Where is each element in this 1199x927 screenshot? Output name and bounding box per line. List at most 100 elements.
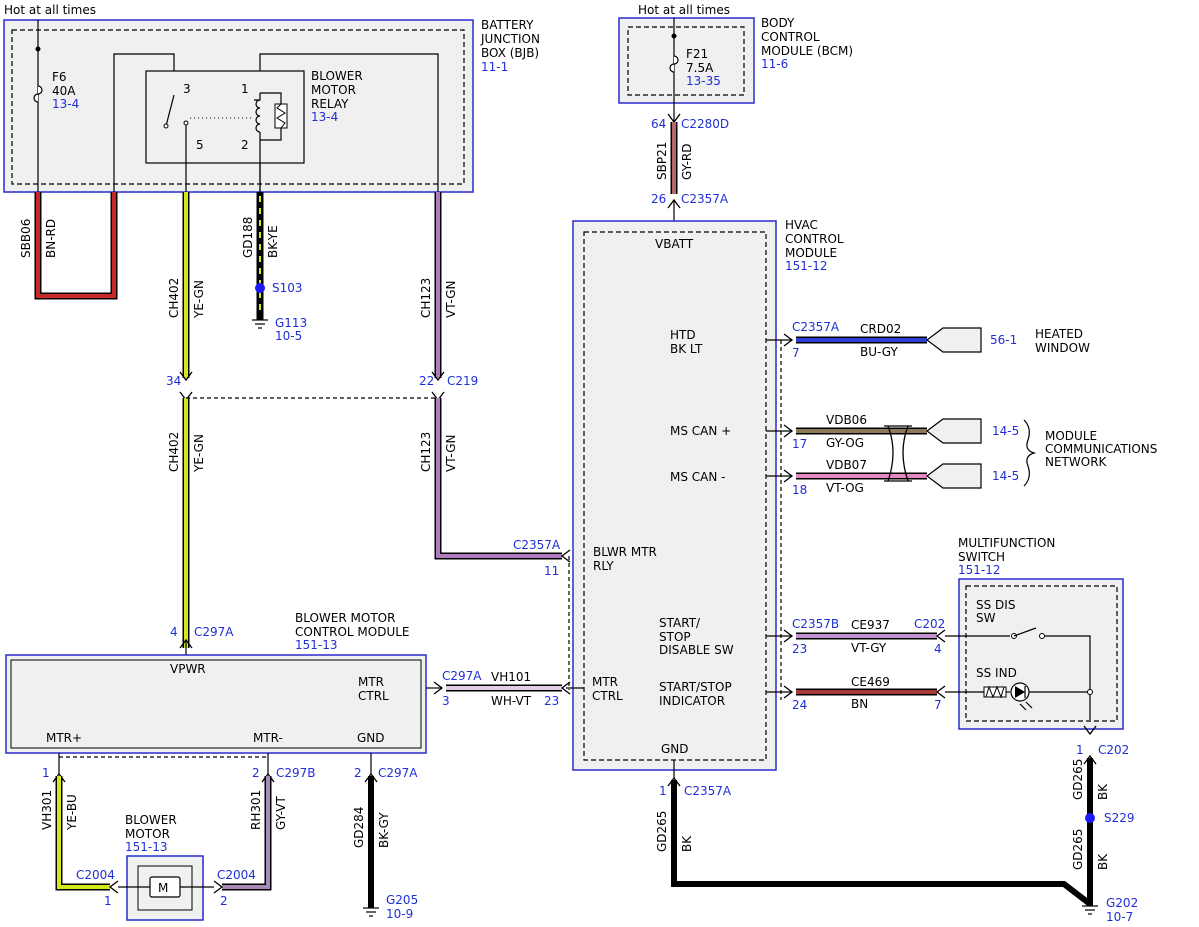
mfs-inner-outline (965, 585, 1118, 722)
mfs-junction (1087, 689, 1093, 695)
f6-fuse-rating: 40A (52, 84, 76, 98)
s229-label[interactable]: S229 (1104, 811, 1135, 825)
ch123-bottom-outline (434, 398, 562, 560)
c202-sw-label[interactable]: C202 (914, 617, 945, 631)
c2004-right-arrow (213, 880, 224, 894)
bmcm-ref[interactable]: 151-13 (295, 638, 338, 652)
blower-motor: BLOWER MOTOR 151-13 M (118, 813, 214, 921)
bmcm-mtr-ctrl-label: MTR (358, 675, 384, 689)
bjb-title-line-3: BOX (BJB) (481, 46, 539, 60)
hvac-ref[interactable]: 151-12 (785, 259, 828, 273)
c202-gnd-pin: 1 (1076, 743, 1084, 757)
bcm-inner-outline (627, 26, 745, 96)
hvac-blwr-label: BLWR MTR (593, 545, 657, 559)
s229-splice[interactable] (1085, 813, 1095, 823)
c2357b-label[interactable]: C2357B (792, 617, 839, 631)
c202-sw-arrow (935, 629, 946, 643)
g113-ground-symbol (252, 319, 268, 329)
bcm-title: BODY (761, 16, 795, 30)
g205-label[interactable]: G205 (386, 893, 418, 907)
c2357b-pin: 23 (792, 642, 807, 656)
ch123-bottom-color: VT-GN (444, 435, 458, 472)
c2004-left-label[interactable]: C2004 (76, 868, 115, 882)
sbb06-wire[interactable] (36, 192, 116, 298)
s103-label[interactable]: S103 (272, 281, 303, 295)
hvac-control-module: HVAC CONTROL MODULE 151-12 VBATT HTD BK … (568, 218, 844, 771)
c2004-right-label[interactable]: C2004 (217, 868, 256, 882)
gd265-bottom-color: BK (1096, 853, 1110, 870)
c2357a-gnd-label[interactable]: C2357A (684, 784, 732, 798)
hvac-title-line-2: CONTROL (785, 232, 844, 246)
f21-fuse-symbol (669, 55, 679, 73)
hvac-outline (572, 220, 777, 771)
rh301-wire[interactable] (222, 776, 270, 889)
g113-ref[interactable]: 10-5 (275, 329, 302, 343)
c202-sw-pin: 4 (934, 642, 942, 656)
gd284-circuit: GD284 (352, 807, 366, 848)
heated-window-arrow (926, 327, 982, 353)
c219-label[interactable]: C219 (447, 374, 478, 388)
g202-ref[interactable]: 10-7 (1106, 910, 1133, 924)
ch402-bottom-circuit: CH402 (167, 432, 181, 472)
ss-ind-resistor-zigzag (985, 685, 1005, 699)
c297a-gnd-pin: 2 (354, 766, 362, 780)
mfs-ref[interactable]: 151-12 (958, 563, 1001, 577)
blower-motor-control-module: BLOWER MOTOR CONTROL MODULE 151-13 4 C29… (5, 611, 427, 754)
hvac-inner-outline (583, 231, 767, 761)
wire-sbb06: SBB06 BN-RD (19, 192, 118, 300)
wire-ms-can: 17 VDB06 GY-OG 14-5 18 VDB07 VT-OG 14-5 … (766, 413, 1157, 497)
ms-can-minus-ref[interactable]: 14-5 (992, 469, 1019, 483)
g113-label[interactable]: G113 (275, 316, 307, 330)
hvac-ss-ind-label: START/STOP (659, 680, 732, 694)
ss-dis-switch-arm (1013, 627, 1037, 637)
g205-ref[interactable]: 10-9 (386, 907, 413, 921)
ch123-bottom-circuit: CH123 (419, 432, 433, 472)
bjb-ref[interactable]: 11-1 (481, 60, 508, 74)
vh301-wire[interactable] (57, 776, 110, 889)
heated-window-ref[interactable]: 56-1 (990, 333, 1017, 347)
c2357a-blwr-label[interactable]: C2357A (513, 538, 561, 552)
gd265-hvac-wire[interactable] (671, 780, 1092, 907)
ss-ind-led-ray-2 (1019, 703, 1027, 711)
bcm-hot-label: Hot at all times (638, 3, 730, 17)
ch123-bottom-wire[interactable] (436, 398, 562, 558)
bcm-ref[interactable]: 11-6 (761, 57, 788, 71)
c2004-left-pin: 1 (104, 894, 112, 908)
relay-ref[interactable]: 13-4 (311, 110, 338, 124)
sbp21-circuit: SBP21 (655, 142, 669, 180)
mfs-ss-dis-label-line-2: SW (976, 611, 996, 625)
hvac-mtr-ctrl-label-line-2: CTRL (592, 689, 623, 703)
c2357a-htd-label[interactable]: C2357A (792, 320, 840, 334)
wire-ce937: C2357B 23 CE937 VT-GY C202 4 (766, 617, 946, 656)
f6-fuse-ref[interactable]: 13-4 (52, 97, 79, 111)
c2357a-gnd-arrow (667, 776, 681, 787)
vh101-circuit: VH101 (491, 670, 531, 684)
c202-gnd-label[interactable]: C202 (1098, 743, 1129, 757)
c297a-mtr-label[interactable]: C297A (442, 669, 482, 683)
f21-fuse-ref[interactable]: 13-35 (686, 74, 721, 88)
gd265-top-color: BK (1096, 783, 1110, 800)
blower-motor-ref[interactable]: 151-13 (125, 840, 168, 854)
g202-label[interactable]: G202 (1106, 896, 1138, 910)
sbb06-circuit: SBB06 (19, 219, 33, 258)
hvac-ss-ind-label-line-2: INDICATOR (659, 694, 725, 708)
vh301-circuit: VH301 (40, 790, 54, 830)
c297a-vpwr-label[interactable]: C297A (194, 625, 234, 639)
c297b-label[interactable]: C297B (276, 766, 316, 780)
hvac-mtr-ctrl-label: MTR (592, 675, 618, 689)
c2280d-label[interactable]: C2280D (681, 117, 729, 131)
c2357a-top-label[interactable]: C2357A (681, 192, 729, 206)
f6-junction-dot (35, 46, 41, 52)
c297a-gnd-label[interactable]: C297A (378, 766, 418, 780)
s103-splice[interactable] (255, 283, 265, 293)
wire-ce469: 24 CE469 BN 7 (766, 675, 946, 712)
mfs-ss-dis-label: SS DIS (976, 598, 1015, 612)
bmcm-vpwr-label: VPWR (170, 662, 206, 676)
c2004-left-arrow (108, 880, 119, 894)
ms-can-plus-network-arrow (926, 418, 982, 444)
relay-title-line-2: MOTOR (311, 83, 356, 97)
ms-can-plus-ref[interactable]: 14-5 (992, 424, 1019, 438)
bmcm-mtr-minus-label: MTR- (253, 731, 283, 745)
vh101-color: WH-VT (491, 694, 532, 708)
